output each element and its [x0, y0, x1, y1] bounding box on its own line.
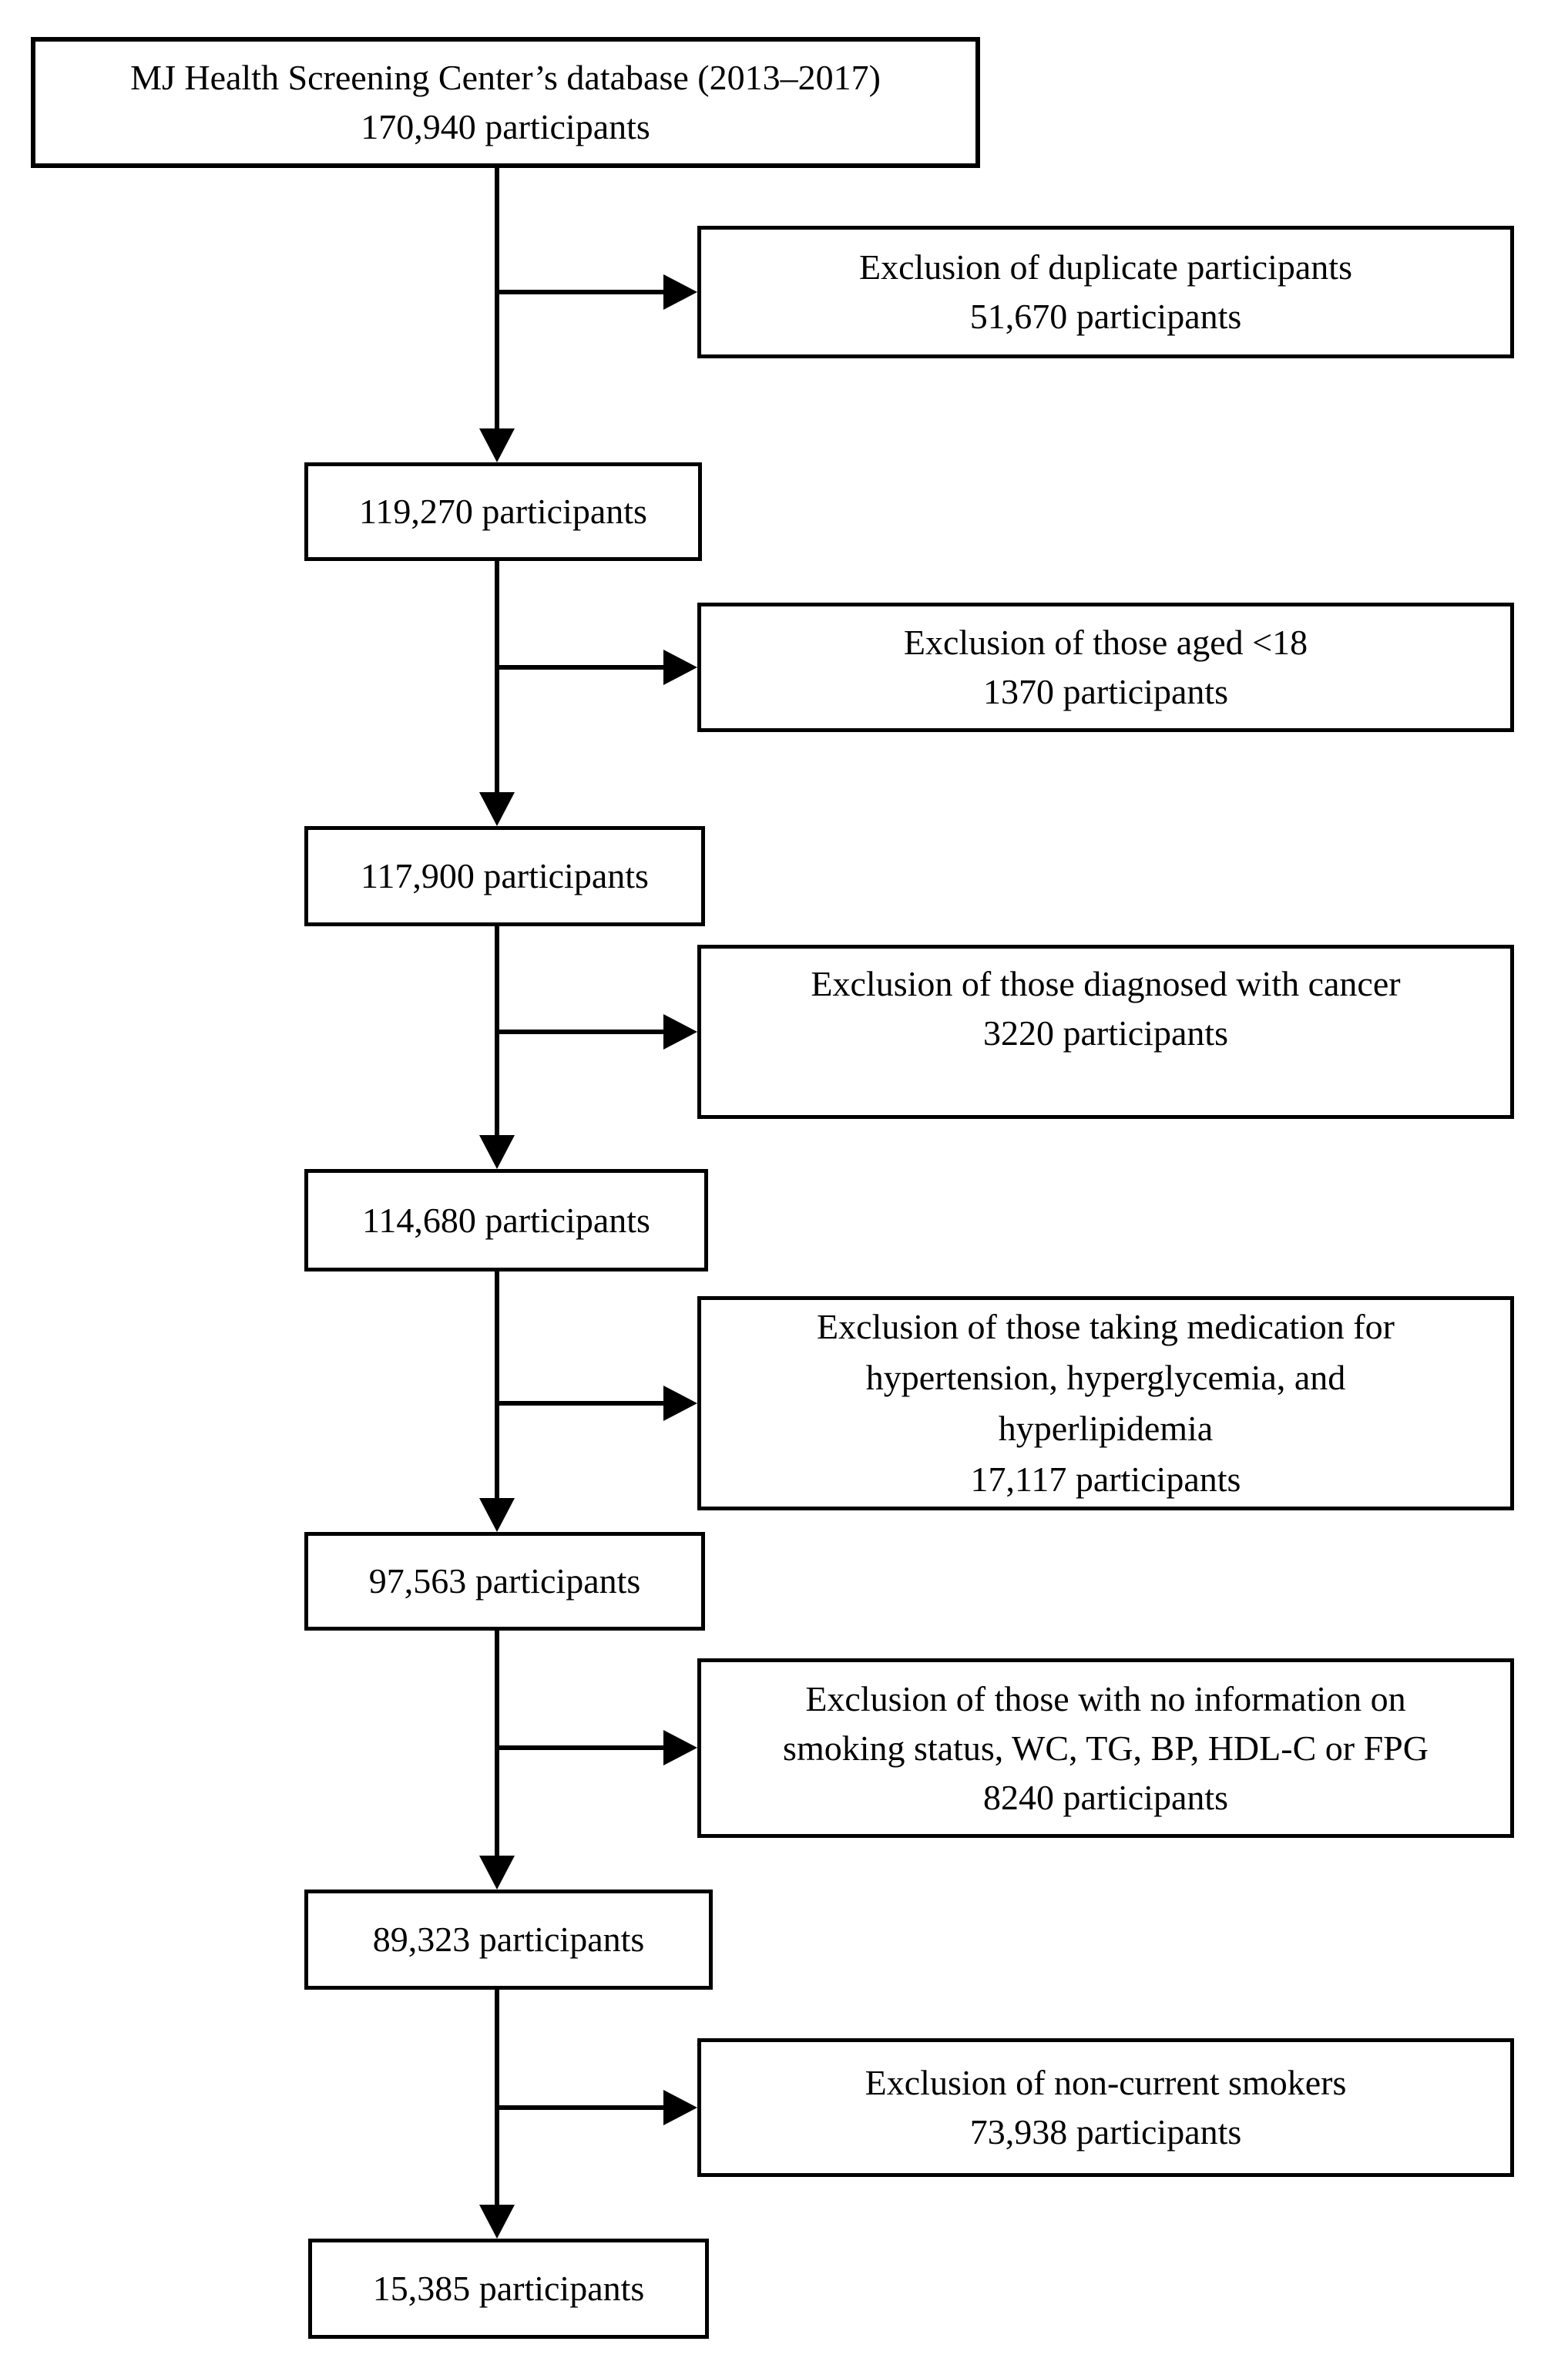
- arrowhead-right-exclusion-cancer: [663, 1014, 697, 1050]
- arrowhead-down-step3: [479, 1135, 515, 1169]
- connector-step5-to-step6: [495, 1990, 499, 2205]
- flow-box-step-114680: 114,680 participants: [304, 1169, 708, 1271]
- flow-box-step-15385-final: 15,385 participants: [308, 2239, 709, 2339]
- arrowhead-down-step6: [479, 2205, 515, 2239]
- exclusion-box-no-information: Exclusion of those with no information o…: [697, 1658, 1514, 1838]
- branch-connector-exclusion-medication: [497, 1401, 663, 1406]
- branch-connector-exclusion-aged: [497, 665, 663, 670]
- arrowhead-right-exclusion-no-information: [663, 1730, 697, 1765]
- arrowhead-down-step5: [479, 1856, 515, 1890]
- connector-step1-to-step2: [495, 561, 499, 792]
- branch-connector-exclusion-duplicates: [497, 290, 663, 294]
- connector-source-to-step1: [495, 168, 499, 428]
- arrowhead-down-step2: [479, 792, 515, 826]
- arrowhead-down-step4: [479, 1498, 515, 1532]
- connector-step4-to-step5: [495, 1631, 499, 1856]
- branch-connector-exclusion-smokers: [497, 2105, 663, 2110]
- flow-box-step-117900: 117,900 participants: [304, 826, 705, 926]
- exclusion-box-cancer: Exclusion of those diagnosed with cancer…: [697, 945, 1514, 1119]
- flow-box-source-database: MJ Health Screening Center’s database (2…: [31, 37, 980, 168]
- arrowhead-right-exclusion-medication: [663, 1386, 697, 1421]
- connector-step3-to-step4: [495, 1271, 499, 1498]
- arrowhead-right-exclusion-aged: [663, 650, 697, 685]
- arrowhead-down-step1: [479, 428, 515, 462]
- flow-box-step-89323: 89,323 participants: [304, 1890, 713, 1990]
- flow-box-step-119270: 119,270 participants: [304, 462, 702, 561]
- branch-connector-exclusion-no-information: [497, 1745, 663, 1750]
- arrowhead-right-exclusion-duplicates: [663, 274, 697, 310]
- branch-connector-exclusion-cancer: [497, 1030, 663, 1034]
- flow-box-step-97563: 97,563 participants: [304, 1532, 705, 1631]
- arrowhead-right-exclusion-smokers: [663, 2090, 697, 2125]
- exclusion-box-medication: Exclusion of those taking medication for…: [697, 1296, 1514, 1510]
